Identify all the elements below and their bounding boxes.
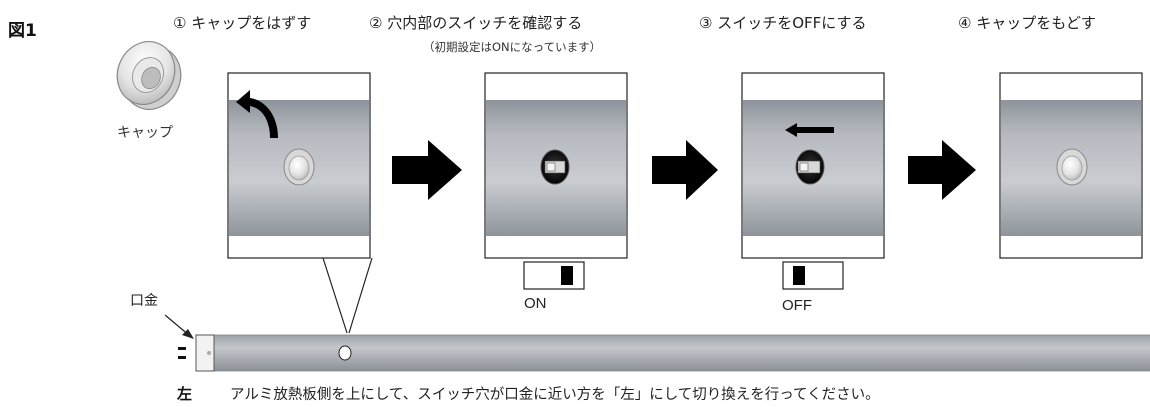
switch-on-indicator	[523, 261, 585, 290]
switch-off-indicator	[782, 261, 844, 290]
step-arrow-icon	[392, 140, 462, 200]
step-2-note: （初期設定はONになっています）	[423, 40, 602, 54]
step-1-title: ① キャップをはずす	[173, 12, 311, 33]
step-1-text: キャップをはずす	[191, 14, 312, 32]
figure-label: 図1	[8, 21, 37, 41]
switch-on-label: ON	[524, 295, 547, 312]
step-4-text: キャップをもどす	[976, 14, 1096, 32]
step-2-title: ② 穴内部のスイッチを確認する	[369, 12, 582, 33]
panel-step-2	[484, 72, 628, 259]
step-1-number: ①	[173, 14, 187, 32]
switch-hole-on-icon	[540, 149, 570, 185]
pointer-arrow-icon	[164, 314, 194, 339]
step-arrow-icon	[908, 140, 976, 200]
switch-off-label: OFF	[782, 297, 812, 314]
tube-overview	[213, 334, 1150, 372]
panel-step-1	[227, 72, 371, 259]
step-3-title: ③ スイッチをOFFにする	[699, 12, 866, 33]
step-4-title: ④ キャップをもどす	[958, 12, 1096, 33]
curved-arrow-icon	[236, 90, 278, 138]
left-side-label: 左	[177, 385, 193, 403]
end-cap-icon	[178, 334, 215, 372]
kuchigane-label: 口金	[130, 293, 158, 309]
callout-lines	[322, 257, 373, 334]
cap-icon	[116, 41, 182, 110]
footer-instruction: アルミ放熱板側を上にして、スイッチ穴が口金に近い方を「左」にして切り換えを行って…	[230, 387, 880, 403]
step-2-number: ②	[369, 14, 383, 32]
capped-hole-icon	[1056, 148, 1088, 186]
switch-hole-off-icon	[795, 149, 825, 185]
step-3-number: ③	[699, 14, 713, 32]
step-2-text: 穴内部のスイッチを確認する	[387, 14, 583, 32]
panel-step-4	[999, 72, 1143, 259]
left-arrow-icon	[785, 123, 834, 137]
step-3-text: スイッチをOFFにする	[717, 14, 867, 32]
cap-label: キャップ	[117, 125, 173, 141]
capped-hole-icon	[283, 148, 315, 186]
panel-step-3	[741, 72, 885, 259]
step-arrow-icon	[652, 140, 718, 200]
step-4-number: ④	[958, 14, 972, 32]
